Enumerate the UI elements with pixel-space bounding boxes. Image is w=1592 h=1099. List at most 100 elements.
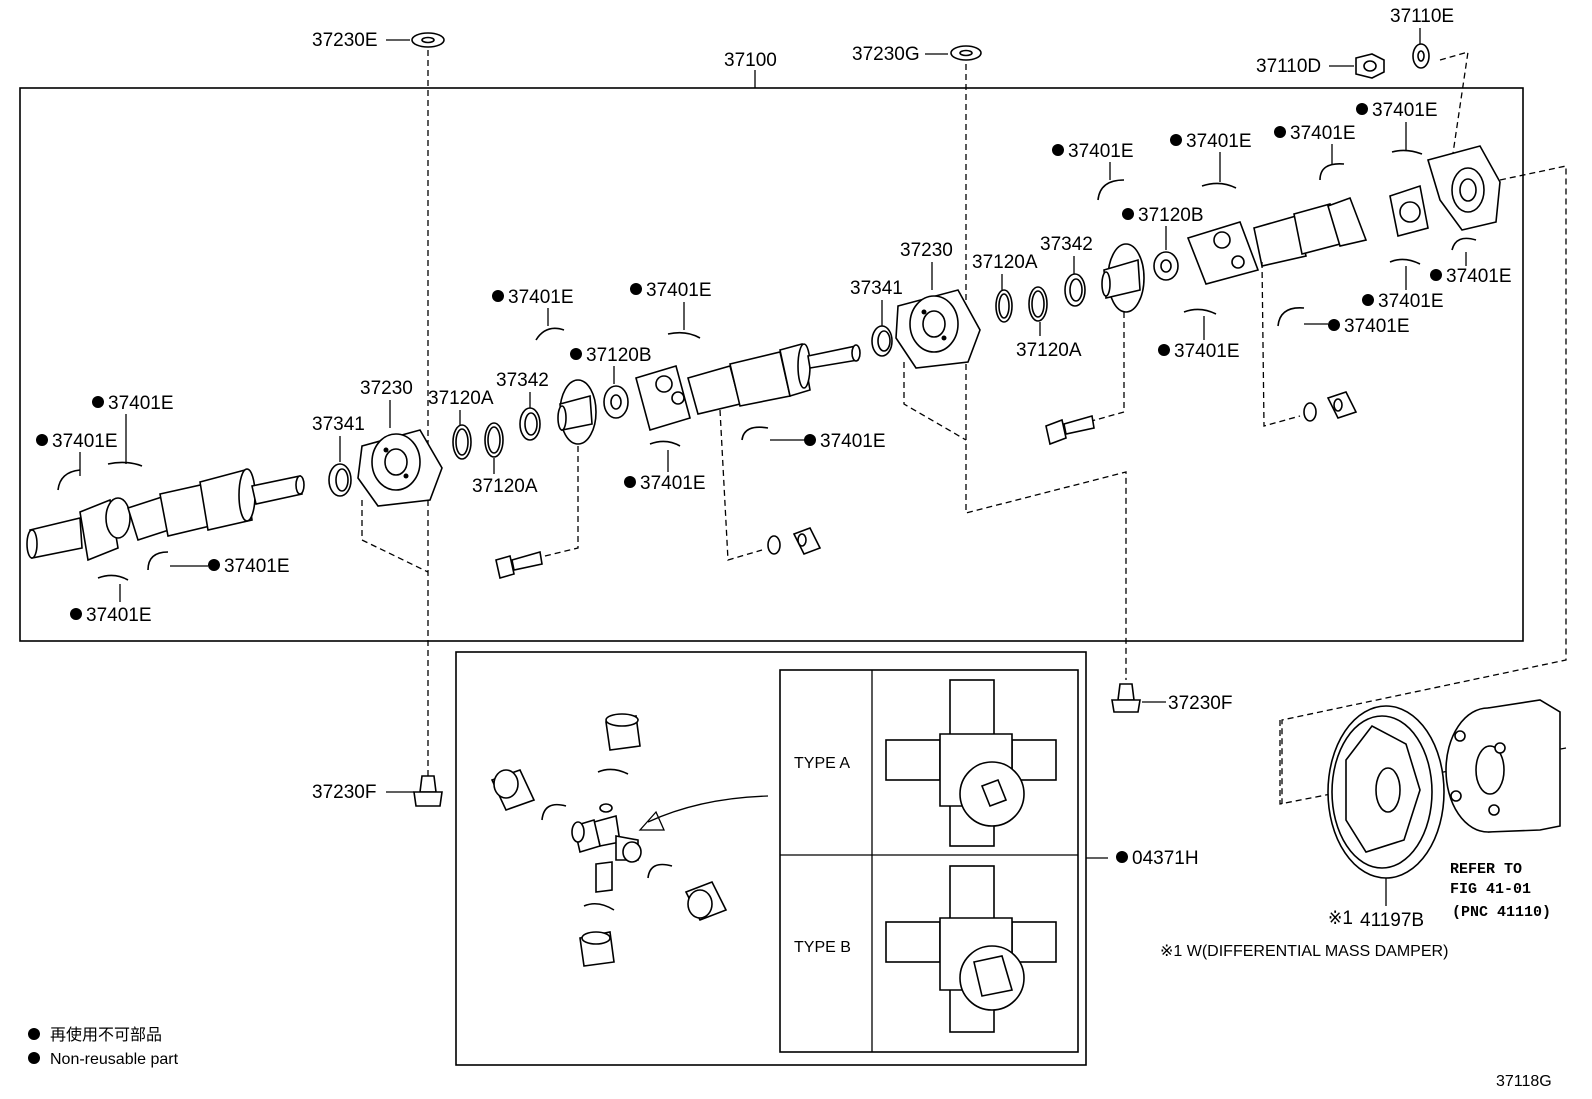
snap-ring-m1 [535, 327, 565, 341]
main-assembly-frame [19, 87, 1524, 642]
label-37110d: 37110D [1256, 56, 1321, 77]
washer-right [1303, 402, 1317, 422]
bolt-37230f-right [1111, 683, 1141, 713]
snap-ring-m2 [667, 331, 701, 339]
snap-ring-m4 [741, 426, 769, 441]
label-37342-left: 37342 [496, 370, 549, 391]
snap-ring-r3 [1319, 163, 1345, 181]
svg-text:37401E: 37401E [1446, 266, 1512, 287]
snap-ring-r2 [1201, 182, 1237, 189]
snap-ring-r5 [1451, 237, 1477, 251]
label-37230g: 37230G [852, 44, 920, 65]
snap-ring-r7 [1277, 307, 1305, 327]
damper-note: ※1 W(DIFFERENTIAL MASS DAMPER) [1160, 943, 1448, 960]
bolt-right-shaft [1045, 414, 1095, 446]
callout-04371h: 04371H [1086, 848, 1199, 869]
label-37120a-l2: 37120A [472, 476, 538, 497]
svg-text:37401E: 37401E [1174, 341, 1240, 362]
assembly-arrow [647, 795, 769, 823]
callout-37401e-l4: 37401E [70, 584, 152, 626]
center-bearing-left [357, 429, 443, 507]
svg-text:37401E: 37401E [640, 473, 706, 494]
center-shaft [635, 342, 861, 432]
label-37230f-right: 37230F [1168, 693, 1232, 714]
label-37342-right: 37342 [1040, 234, 1093, 255]
type-a-label: TYPE A [794, 755, 850, 772]
callout-37401e-r1: 37401E [1052, 141, 1134, 180]
callout-37401e-m2: 37401E [630, 280, 712, 330]
callout-37120b-right: 37120B [1122, 205, 1204, 250]
snap-ring-l4 [97, 574, 129, 581]
label-37120a-r1: 37120A [972, 252, 1038, 273]
type-b-spider [885, 865, 1057, 1033]
snap-ring-r4 [1391, 149, 1423, 155]
svg-text:04371H: 04371H [1132, 848, 1199, 869]
refer-line3: (PNC 41110) [1452, 904, 1551, 921]
front-shaft [26, 468, 305, 562]
type-a-spider [885, 679, 1057, 847]
callout-37401e-r7: 37401E [1304, 316, 1410, 337]
svg-text:37401E: 37401E [52, 431, 118, 452]
svg-text:37401E: 37401E [1290, 123, 1356, 144]
svg-text:37401E: 37401E [1186, 131, 1252, 152]
rear-shaft [1186, 145, 1501, 285]
label-41197b: 41197B [1360, 910, 1424, 931]
label-37110e: 37110E [1390, 6, 1454, 27]
callout-37401e-m4: 37401E [770, 431, 886, 452]
mass-damper [1327, 705, 1445, 879]
label-37100: 37100 [724, 50, 777, 71]
bolt-left [495, 550, 543, 580]
flange-yoke-right [1101, 243, 1145, 313]
callout-37401e-r5: 37401E [1430, 252, 1512, 287]
snap-ring-r6 [1389, 258, 1421, 265]
callout-37401e-l2: 37401E [36, 431, 118, 476]
svg-text:37401E: 37401E [1344, 316, 1410, 337]
callout-37120b-left: 37120B [570, 345, 652, 384]
snap-ring-r1 [1097, 179, 1125, 201]
svg-text:37401E: 37401E [1372, 100, 1438, 121]
label-41197b-prefix: ※1 [1328, 908, 1353, 929]
svg-text:37401E: 37401E [646, 280, 712, 301]
callout-37401e-r2: 37401E [1170, 131, 1252, 182]
label-37230e: 37230E [312, 30, 378, 51]
svg-text:37401E: 37401E [108, 393, 174, 414]
figure-id: 37118G [1496, 1073, 1552, 1090]
type-b-label: TYPE B [794, 939, 851, 956]
callout-37401e-r3: 37401E [1274, 123, 1356, 164]
label-37341-left: 37341 [312, 414, 365, 435]
snap-ring-r8 [1183, 308, 1217, 315]
callout-37401e-r8: 37401E [1158, 316, 1240, 362]
bolt-37230f-left [413, 775, 443, 807]
label-37230-left: 37230 [360, 378, 413, 399]
callout-37401e-m3: 37401E [624, 450, 706, 494]
label-37230f-left: 37230F [312, 782, 376, 803]
svg-text:37401E: 37401E [224, 556, 290, 577]
label-37120a-l1: 37120A [428, 388, 494, 409]
svg-text:37401E: 37401E [508, 287, 574, 308]
refer-line1: REFER TO [1450, 861, 1522, 878]
legend-en: Non-reusable part [50, 1051, 179, 1068]
svg-text:37120B: 37120B [586, 345, 652, 366]
snap-ring-m3 [649, 440, 681, 447]
legend-dot-en [28, 1052, 40, 1064]
legend-dot-jp [28, 1028, 40, 1040]
types-table [779, 669, 1079, 1053]
refer-line2: FIG 41-01 [1450, 881, 1531, 898]
snap-ring-l2 [107, 461, 143, 467]
svg-text:37120B: 37120B [1138, 205, 1204, 226]
snap-ring-l3 [147, 551, 169, 571]
label-37120a-r2: 37120A [1016, 340, 1082, 361]
spider-exploded [490, 713, 728, 967]
center-bearing-right [895, 289, 981, 369]
flange-yoke-mid [557, 379, 597, 445]
differential-hub [1445, 699, 1561, 833]
svg-text:37401E: 37401E [1378, 291, 1444, 312]
label-37230-right: 37230 [900, 240, 953, 261]
callout-37401e-l3: 37401E [170, 556, 290, 577]
callout-37401e-l1: 37401E [92, 393, 174, 464]
svg-text:37401E: 37401E [86, 605, 152, 626]
callout-37401e-r4: 37401E [1356, 100, 1438, 150]
svg-text:37401E: 37401E [1068, 141, 1134, 162]
